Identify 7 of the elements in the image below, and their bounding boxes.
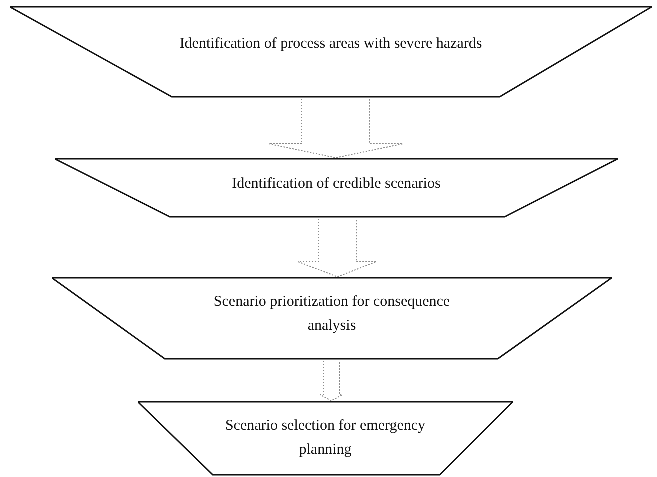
step-label: Scenario selection for emergency planning (224, 417, 427, 460)
step-label: Identification of credible scenarios (232, 175, 441, 194)
block-arrow (268, 98, 404, 159)
step-label: Scenario prioritization for consequence analysis (212, 293, 452, 336)
block-arrow (298, 218, 377, 278)
block-arrow (320, 360, 343, 402)
step-label: Identification of process areas with severe hazards (180, 35, 482, 54)
